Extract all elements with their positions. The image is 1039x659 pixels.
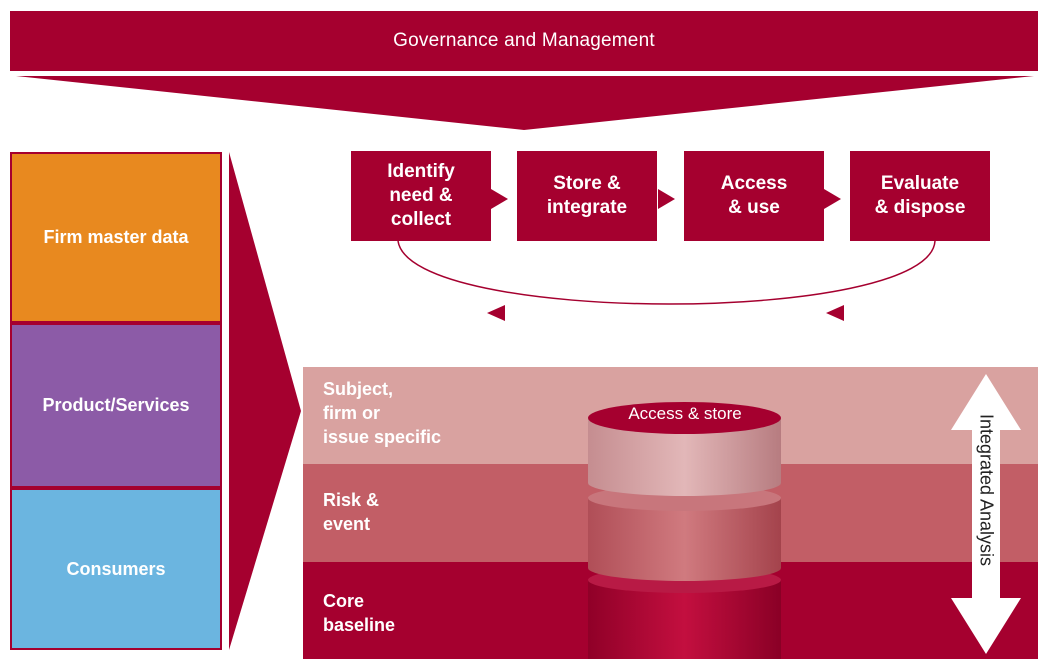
- integrated-analysis-label: Integrated Analysis: [976, 413, 997, 567]
- step-access-use: Access & use: [684, 151, 824, 241]
- cylinder-top: [588, 402, 781, 434]
- flow-chevron: [229, 152, 301, 650]
- layer-label-core: Core baseline: [323, 591, 396, 635]
- layer-label-risk: Risk & event: [323, 490, 380, 534]
- step-store-integrate: Store & integrate: [517, 151, 657, 241]
- category-label: Consumers: [66, 558, 166, 579]
- return-arrowhead: [487, 305, 505, 321]
- category-label: Product/Services: [42, 395, 190, 415]
- double-arrow: [951, 374, 1021, 654]
- return-arrowhead: [826, 305, 844, 321]
- step-label: Store & integrate: [546, 173, 628, 218]
- step-connector-arrow: [491, 189, 508, 209]
- category-label: Firm master data: [43, 227, 189, 247]
- layer-label-subject: Subject, firm or issue specific: [323, 379, 442, 447]
- cylinder-label: Access & store: [628, 404, 742, 423]
- step-label: Evaluate & dispose: [874, 173, 966, 218]
- return-loop: [397, 240, 936, 305]
- step-label: Identify need & collect: [387, 161, 455, 230]
- step-identify-need-collect: Identify need & collect: [351, 151, 491, 241]
- category-firm-master-data: Firm master data: [10, 152, 222, 323]
- governance-banner: Governance and Management: [10, 11, 1038, 71]
- governance-funnel: [16, 76, 1034, 130]
- step-evaluate-dispose: Evaluate & dispose: [850, 151, 990, 241]
- category-consumers: Consumers: [10, 488, 222, 650]
- step-label: Access & use: [720, 173, 788, 218]
- step-connector-arrow: [658, 189, 675, 209]
- banner-title: Governance and Management: [393, 30, 655, 51]
- category-product-services: Product/Services: [10, 323, 222, 488]
- step-connector-arrow: [824, 189, 841, 209]
